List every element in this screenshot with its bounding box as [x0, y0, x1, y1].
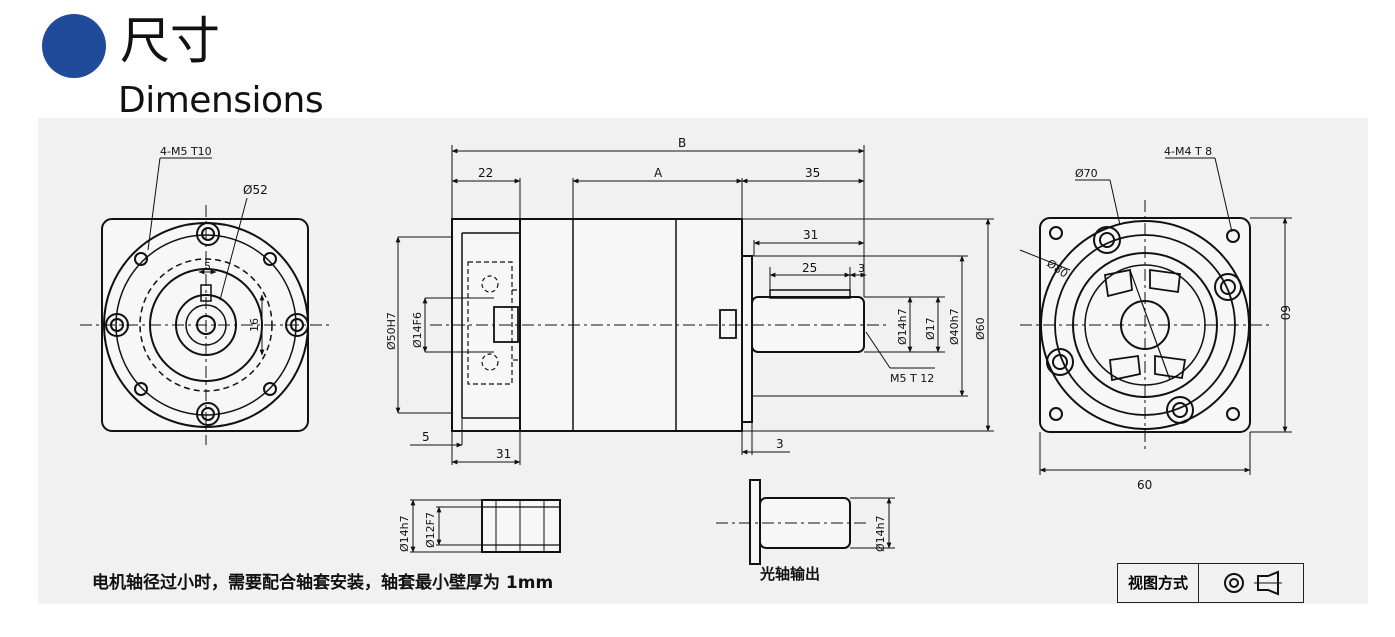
accent-dot-icon [42, 14, 106, 78]
sleeve-part [410, 499, 561, 553]
sleeve-14h7-label: Ø14h7 [398, 515, 411, 552]
front-key-label: 5 [204, 260, 211, 273]
plain-shaft-part [716, 479, 895, 565]
projection-symbol-box: 视图方式 [1117, 563, 1304, 603]
dim-14h7: Ø14h7 [896, 308, 909, 345]
dim-A: A [654, 166, 663, 180]
side-dimension-texts: B 22 A 35 31 25 3 Ø50H7 Ø14F6 Ø14h7 Ø17 … [385, 136, 987, 461]
front-dia-label: Ø52 [243, 183, 268, 197]
back-thread-label: 4-M4 T 8 [1164, 145, 1212, 158]
dim-3-top: 3 [858, 262, 865, 275]
title-chinese: 尺寸 [120, 12, 220, 70]
header: 尺寸 Dimensions [0, 0, 400, 125]
dim-31-bottom: 31 [496, 447, 511, 461]
front-height-label: 16 [248, 318, 261, 332]
front-view [80, 157, 330, 445]
dim-17: Ø17 [924, 317, 937, 340]
sleeve-note: 电机轴径过小时，需要配合轴套安装，轴套最小壁厚为 1mm [92, 573, 554, 593]
dim-40h7: Ø40h7 [948, 308, 961, 345]
dim-50H7: Ø50H7 [385, 312, 398, 350]
back-60-right: 60 [1278, 305, 1292, 320]
dim-M5: M5 T 12 [890, 372, 934, 385]
dim-14F6: Ø14F6 [411, 312, 424, 348]
back-60-bottom: 60 [1137, 478, 1152, 492]
dim-22: 22 [478, 166, 493, 180]
shaft-note: 光轴输出 [760, 565, 821, 583]
back-view [1019, 157, 1292, 475]
view-method-label: 视图方式 [1118, 564, 1199, 602]
dim-25: 25 [802, 261, 817, 275]
dim-3-bottom: 3 [776, 437, 784, 451]
shaft-14h7-label: Ø14h7 [874, 515, 887, 552]
dim-5: 5 [422, 430, 430, 444]
sleeve-12F7-label: Ø12F7 [424, 512, 437, 548]
side-view [395, 145, 994, 465]
dim-35: 35 [805, 166, 820, 180]
projection-symbol-icon [1224, 570, 1282, 596]
dim-B: B [678, 136, 686, 150]
title-english: Dimensions [118, 80, 324, 121]
dim-31-top: 31 [803, 228, 818, 242]
dim-60: Ø60 [974, 317, 987, 340]
back-dia70-label: Ø70 [1075, 167, 1098, 180]
front-thread-label: 4-M5 T10 [160, 145, 212, 158]
